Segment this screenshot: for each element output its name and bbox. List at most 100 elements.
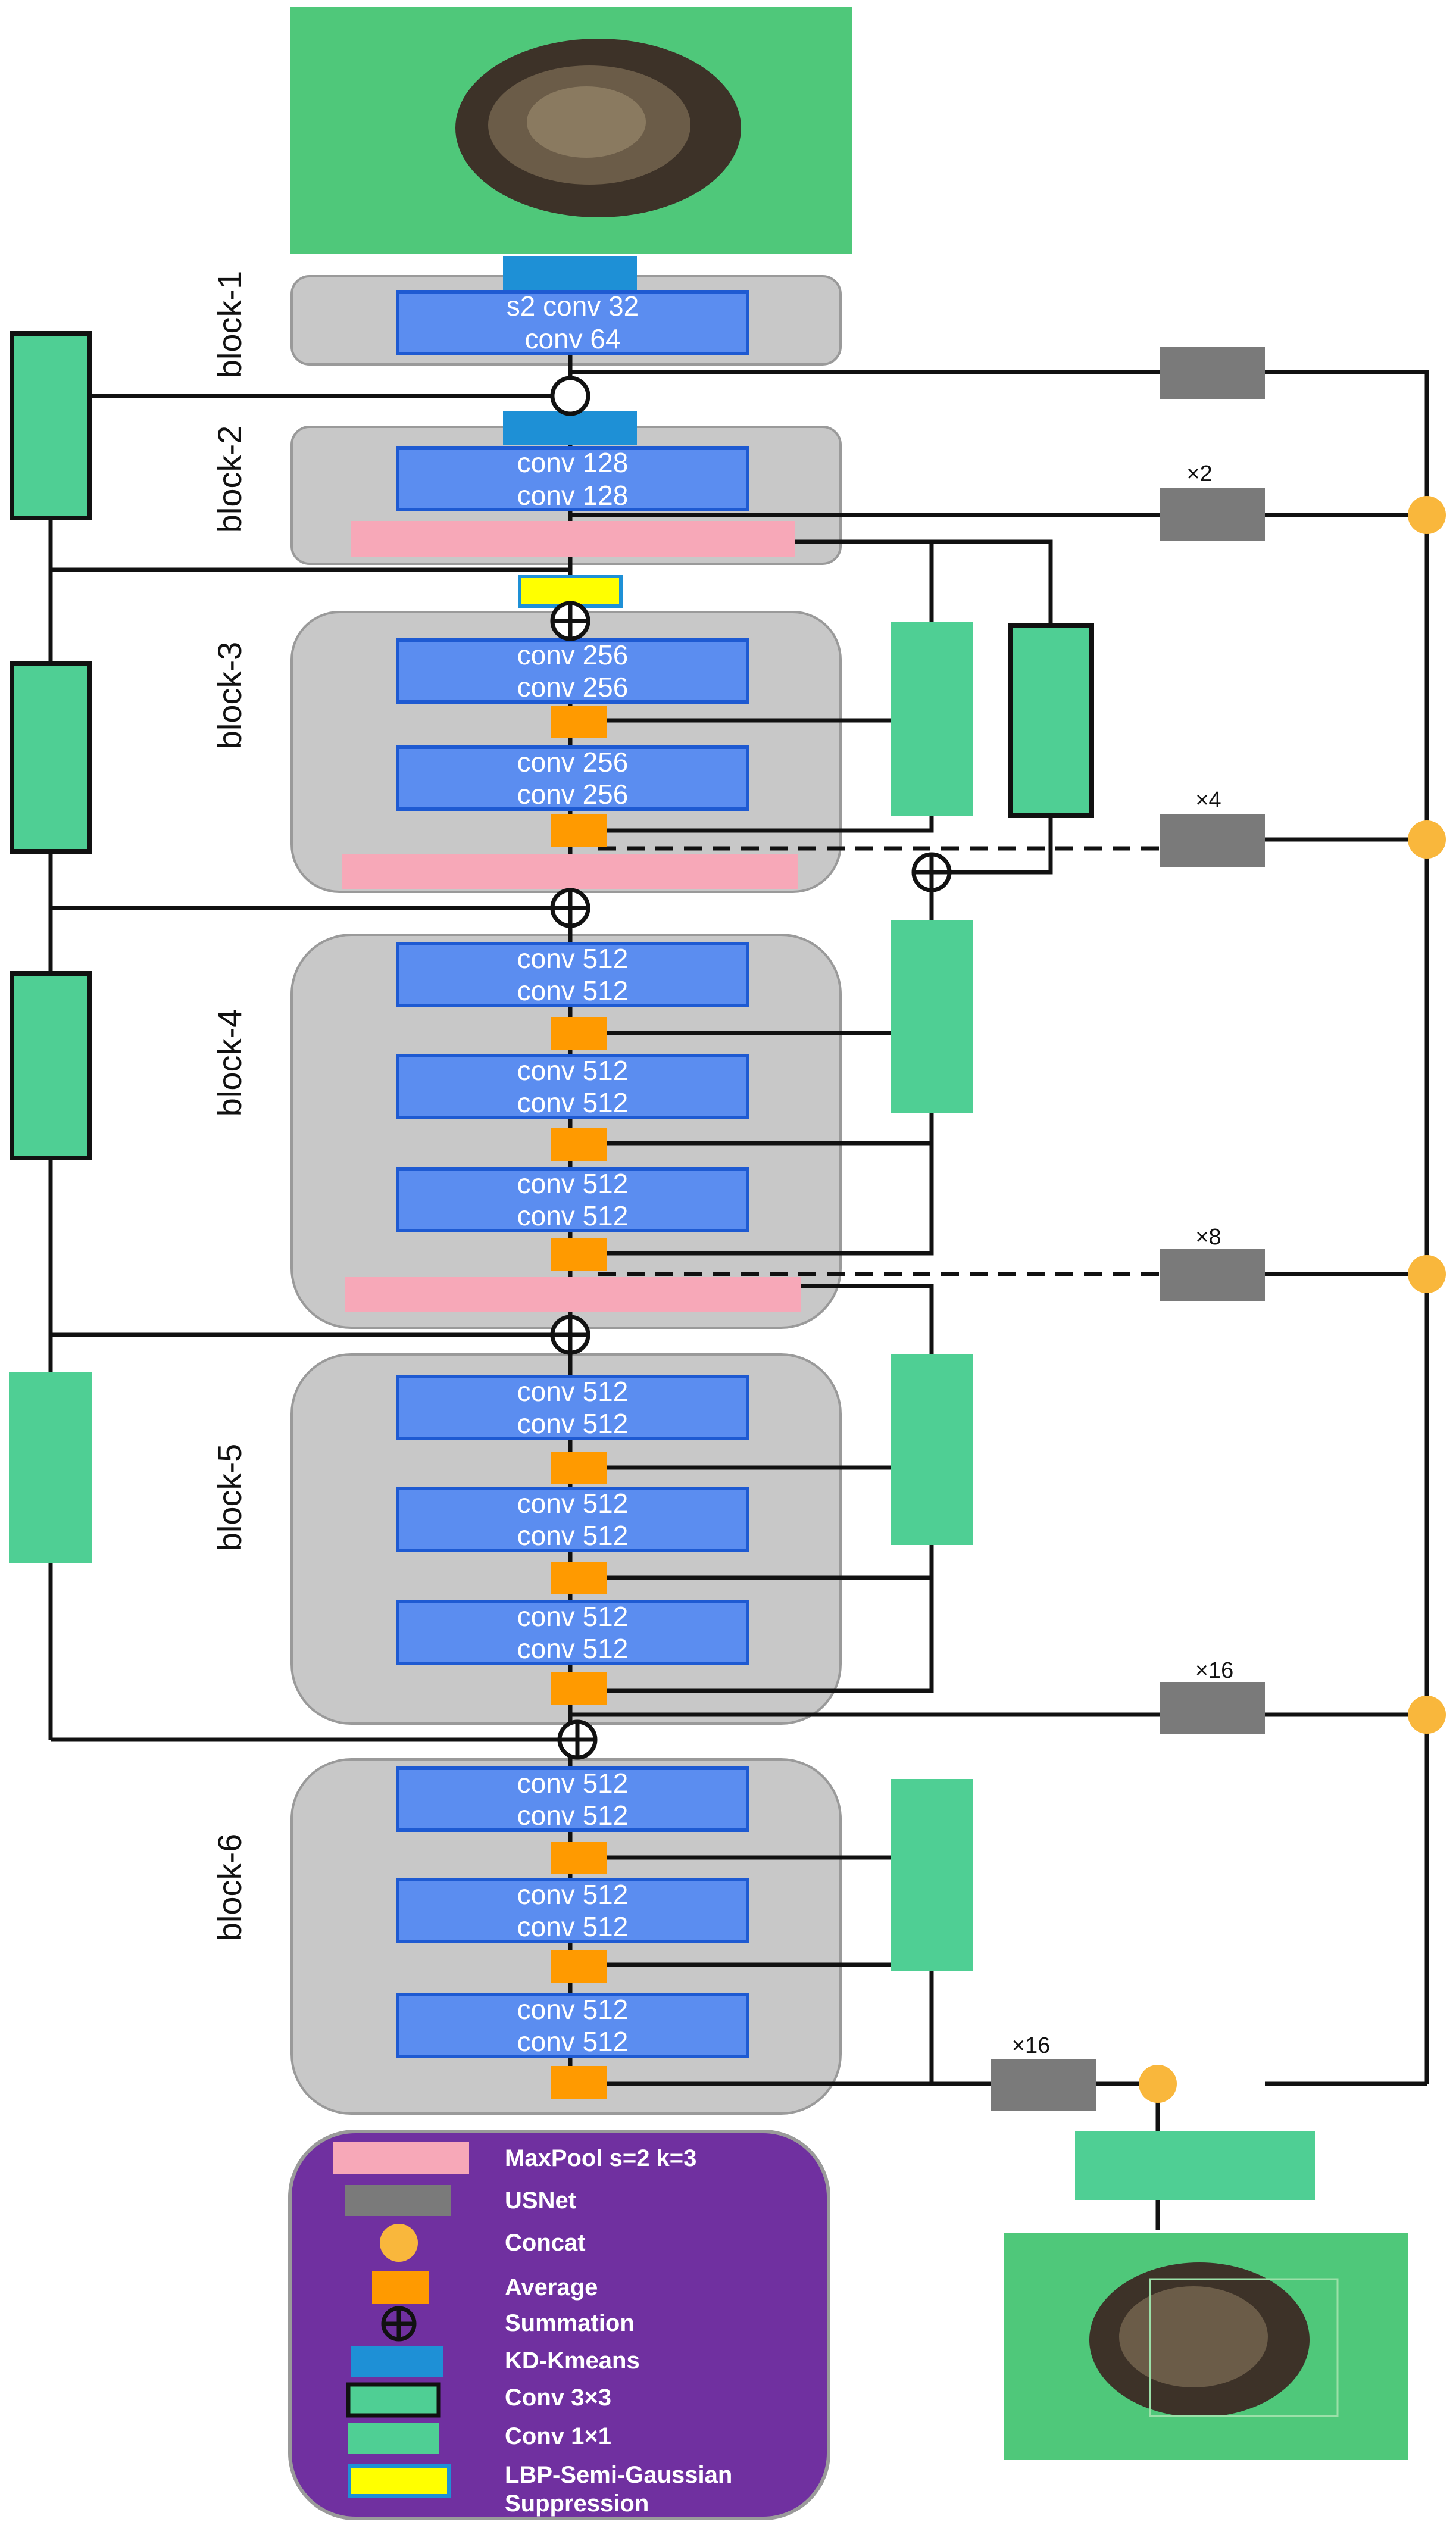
block-labels: block-1 block-2 block-3 block-4 block-5 … bbox=[211, 271, 248, 1942]
usnet-multiplier-label: ×2 bbox=[1186, 461, 1212, 486]
conv-3x3-right-b3 bbox=[1008, 623, 1094, 818]
summation-node bbox=[911, 852, 952, 892]
average-node bbox=[551, 814, 607, 847]
output-image bbox=[1004, 2233, 1408, 2460]
dashed-connectors bbox=[598, 846, 1160, 1276]
legend-swatch-lbp bbox=[348, 2464, 451, 2498]
legend-swatch-conv3 bbox=[346, 2382, 441, 2418]
side-convs bbox=[9, 331, 1315, 2200]
conv-box bbox=[396, 1600, 749, 1665]
conv-box bbox=[396, 942, 749, 1007]
summation-nodes bbox=[550, 376, 952, 1760]
conv-1x1-left-4 bbox=[9, 1372, 92, 1563]
maxpool-1 bbox=[351, 521, 795, 557]
conv-label: conv 512 bbox=[517, 1633, 629, 1664]
conv-3x3-left-1 bbox=[10, 331, 92, 520]
conv-label: conv 512 bbox=[517, 975, 629, 1006]
usnet-multiplier-label: ×8 bbox=[1195, 1225, 1221, 1250]
legend-label: MaxPool s=2 k=3 bbox=[505, 2145, 696, 2171]
legend-swatch-usnet bbox=[345, 2185, 451, 2216]
kd-kmeans-1 bbox=[503, 256, 637, 291]
conv-label: conv 128 bbox=[517, 480, 629, 511]
concat-node bbox=[1408, 820, 1446, 859]
legend-label: KD-Kmeans bbox=[505, 2348, 640, 2374]
legend-label: Average bbox=[505, 2274, 598, 2301]
legend-panel bbox=[288, 2130, 830, 2520]
conv-boxes: s2 conv 32 conv 64 conv 128 conv 128 con… bbox=[396, 290, 749, 2058]
block-4-label: block-4 bbox=[211, 1009, 248, 1117]
conv-label: conv 256 bbox=[517, 747, 629, 778]
conv-label: conv 512 bbox=[517, 1911, 629, 1942]
usnet-box bbox=[1160, 347, 1265, 399]
conv-label: conv 512 bbox=[517, 1055, 629, 1086]
conv-label: conv 512 bbox=[517, 1087, 629, 1118]
conv-label: conv 512 bbox=[517, 1376, 629, 1407]
legend-label: Concat bbox=[505, 2230, 586, 2256]
block-6-label: block-6 bbox=[211, 1834, 248, 1942]
legend-label: Conv 1×1 bbox=[505, 2423, 611, 2449]
conv-1x1-right-b6 bbox=[891, 1779, 973, 1971]
legend-swatch-conv1 bbox=[348, 2423, 439, 2454]
legend-label-lbp-line1: LBP-Semi-Gaussian bbox=[505, 2462, 732, 2488]
conv-label: conv 512 bbox=[517, 2026, 629, 2057]
legend-label: USNet bbox=[505, 2187, 576, 2214]
conv-label: conv 512 bbox=[517, 1994, 629, 2025]
conv-label: conv 512 bbox=[517, 1520, 629, 1551]
usnet-multiplier-label: ×16 bbox=[1012, 2033, 1050, 2058]
average-node bbox=[551, 1452, 607, 1484]
concat-node bbox=[1408, 496, 1446, 534]
block-3-label: block-3 bbox=[211, 642, 248, 750]
conv-box bbox=[396, 1054, 749, 1119]
legend-swatch-maxpool bbox=[333, 2142, 469, 2174]
usnet-multiplier-label: ×4 bbox=[1195, 788, 1221, 813]
usnet-multipliers: ×2 ×4 ×8 ×16 ×16 bbox=[1012, 461, 1233, 2058]
average-node bbox=[551, 1128, 607, 1161]
conv-box bbox=[396, 745, 749, 811]
maxpool-2 bbox=[342, 854, 798, 889]
legend-label: Summation bbox=[505, 2310, 635, 2336]
conv-label: s2 conv 32 bbox=[507, 291, 639, 322]
concat-node bbox=[1408, 1696, 1446, 1734]
average-node bbox=[551, 1562, 607, 1594]
concat-nodes bbox=[1139, 496, 1446, 2103]
conv-box bbox=[396, 1878, 749, 1943]
conv-label: conv 128 bbox=[517, 447, 629, 478]
summation-node bbox=[550, 888, 590, 928]
average-node bbox=[551, 1842, 607, 1874]
usnet-multiplier-label: ×16 bbox=[1195, 1658, 1233, 1683]
conv-label: conv 512 bbox=[517, 1200, 629, 1231]
block-5-label: block-5 bbox=[211, 1444, 248, 1552]
conv-1x1-output bbox=[1075, 2131, 1315, 2200]
conv-label: conv 512 bbox=[517, 1408, 629, 1439]
block-1-label: block-1 bbox=[211, 271, 248, 379]
usnet-box bbox=[1160, 1682, 1265, 1734]
conv-label: conv 256 bbox=[517, 779, 629, 810]
legend-swatch-concat bbox=[380, 2224, 418, 2262]
input-image bbox=[290, 7, 852, 254]
conv-label: conv 512 bbox=[517, 1601, 629, 1632]
average-node bbox=[551, 2066, 607, 2099]
conv-label: conv 512 bbox=[517, 1879, 629, 1910]
concat-node bbox=[1408, 1255, 1446, 1293]
conv-label: conv 256 bbox=[517, 639, 629, 670]
maxpool-3 bbox=[345, 1277, 801, 1312]
average-node bbox=[551, 1017, 607, 1050]
legend-label: Conv 3×3 bbox=[505, 2384, 611, 2411]
conv-label: conv 512 bbox=[517, 943, 629, 974]
conv-box bbox=[396, 1766, 749, 1832]
conv-label: conv 512 bbox=[517, 1800, 629, 1831]
conv-box bbox=[396, 1993, 749, 2058]
kd-kmeans-2 bbox=[503, 411, 637, 445]
conv-label: conv 512 bbox=[517, 1488, 629, 1519]
conv-1x1-right-b3 bbox=[891, 622, 973, 816]
usnet-boxes bbox=[991, 347, 1265, 2111]
conv-label: conv 512 bbox=[517, 1768, 629, 1799]
legend-swatch-kdkmeans bbox=[351, 2346, 443, 2377]
usnet-box bbox=[1160, 1249, 1265, 1301]
legend-swatch-summation bbox=[381, 2306, 417, 2342]
average-node bbox=[551, 1238, 607, 1271]
legend-label-lbp-line2: Suppression bbox=[505, 2490, 649, 2517]
conv-1x1-right-b5 bbox=[891, 1354, 973, 1545]
connector-lines bbox=[48, 256, 1429, 2230]
